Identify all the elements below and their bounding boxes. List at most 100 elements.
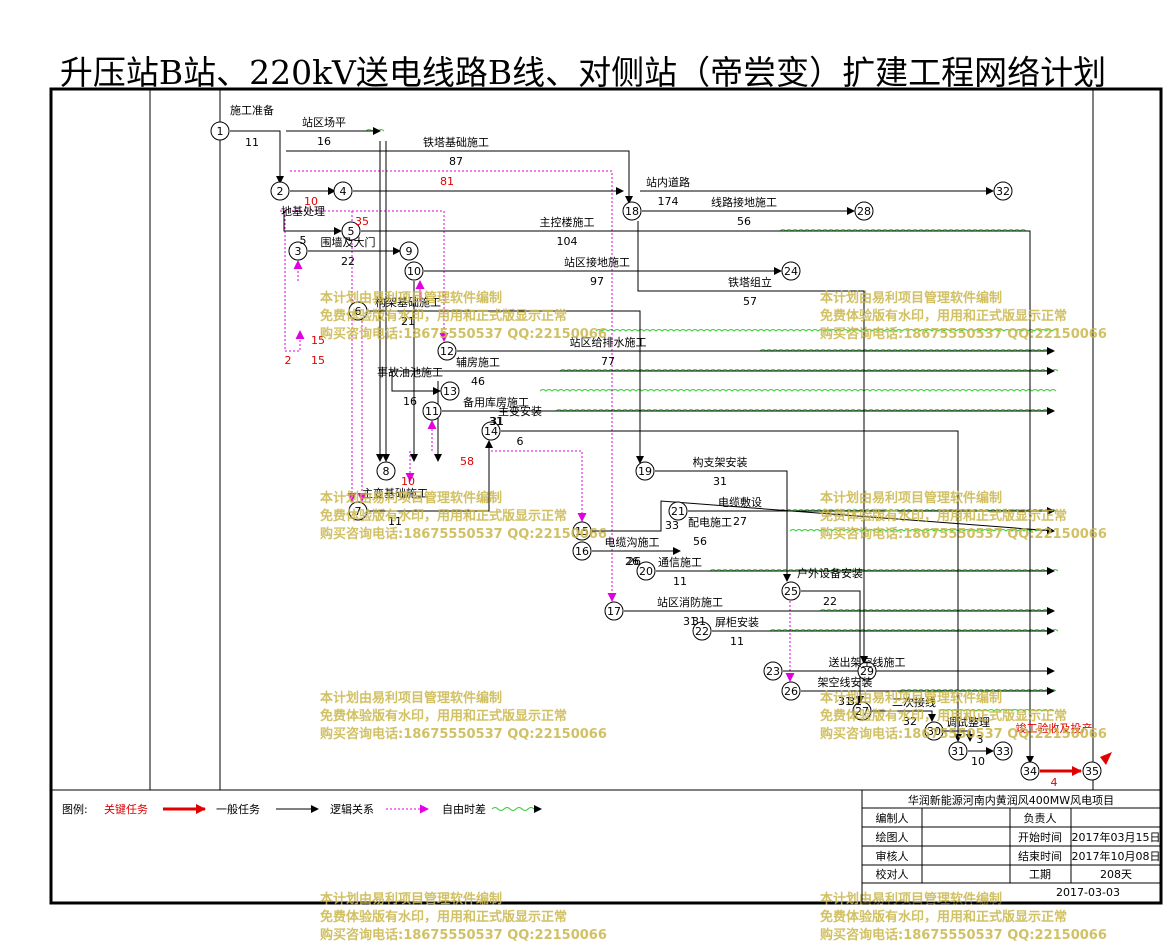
task-duration: 56 xyxy=(693,535,707,548)
tb-drawer-label: 绘图人 xyxy=(876,830,909,844)
event-node xyxy=(341,221,361,241)
watermark-text: 免费体验版有水印，用用和正式版显示正常 xyxy=(820,909,1067,925)
watermark-text: 本计划由易利项目管理软件编制 xyxy=(320,891,502,907)
watermark-text: 购买咨询电话:18675550537 QQ:22150066 xyxy=(320,526,607,542)
event-node xyxy=(622,201,642,221)
task-name: 架空线安装 xyxy=(818,675,873,689)
legend-logic-label: 逻辑关系 xyxy=(330,802,374,816)
outer-frame xyxy=(49,87,1163,905)
tb-end-value: 2017年10月08日 xyxy=(1072,849,1161,863)
title-block: 华润新能源河南内黄润风400MW风电项目 编制人 负责人 绘图人 开始时间 20… xyxy=(861,789,1162,904)
node-number: 35 xyxy=(1085,765,1099,778)
tb-checker-label: 校对人 xyxy=(876,867,909,881)
task-name: 站区消防施工 xyxy=(657,595,723,609)
task-arrows xyxy=(230,127,1112,776)
task-duration: 46 xyxy=(471,375,485,388)
node-number: 25 xyxy=(784,585,798,598)
watermark-text: 购买咨询电话:18675550537 QQ:22150066 xyxy=(820,927,1107,942)
watermark-text: 购买咨询电话:18675550537 QQ:22150066 xyxy=(320,726,607,742)
legend-float-wave xyxy=(491,807,535,811)
watermark-text: 免费体验版有水印，用用和正式版显示正常 xyxy=(320,708,567,724)
event-node xyxy=(348,501,368,521)
task-duration: 174 xyxy=(658,195,679,208)
tb-duration-value: 208天 xyxy=(1100,868,1132,881)
float-arrow xyxy=(284,211,305,352)
tb-reviewer-label: 审核人 xyxy=(876,849,909,863)
node-number: 3 xyxy=(295,245,302,258)
event-node xyxy=(481,421,501,441)
tb-owner-label: 负责人 xyxy=(1024,811,1057,825)
watermark-text: 购买咨询电话:18675550537 QQ:22150066 xyxy=(320,326,607,342)
slack-wave xyxy=(819,609,1055,612)
task-duration: 87 xyxy=(449,155,463,168)
float-value: 15 xyxy=(311,334,325,347)
event-node xyxy=(440,381,460,401)
event-node xyxy=(857,661,877,681)
tb-date: 2017-03-03 xyxy=(1056,886,1120,899)
node-number: 30 xyxy=(927,725,941,738)
task-name: 事故油池施工 xyxy=(377,365,443,379)
task-duration: 104 xyxy=(557,235,578,248)
task-duration: 97 xyxy=(590,275,604,288)
node-number: 11 xyxy=(425,405,439,418)
extra-number: 33 xyxy=(665,519,679,532)
task-name: 施工准备 xyxy=(230,103,274,117)
event-node xyxy=(852,701,872,721)
task-duration: 16 xyxy=(317,135,331,148)
task-duration: 31 xyxy=(489,415,503,428)
node-number: 1 xyxy=(217,125,224,138)
node-number: 22 xyxy=(695,625,709,638)
node-number: 6 xyxy=(355,305,362,318)
event-node xyxy=(636,561,656,581)
event-node xyxy=(924,721,944,741)
task-name: 主控楼施工 xyxy=(540,215,595,229)
tb-start-value: 2017年03月15日 xyxy=(1072,830,1161,844)
watermark-text: 本计划由易利项目管理软件编制 xyxy=(820,891,1002,907)
event-node xyxy=(270,181,290,201)
task-arrow xyxy=(501,430,962,742)
event-node xyxy=(993,181,1013,201)
watermark-text: 购买咨询电话:18675550537 QQ:22150066 xyxy=(820,326,1107,342)
extra-number: 3 xyxy=(977,733,984,746)
float-value: 58 xyxy=(460,455,474,468)
event-node xyxy=(422,401,442,421)
event-node xyxy=(572,521,592,541)
float-arrow xyxy=(290,170,617,602)
task-name: 站区场平 xyxy=(302,115,346,129)
node-number: 31 xyxy=(951,745,965,758)
event-node xyxy=(437,341,457,361)
event-nodes: 1234567891011121314151617181920212223242… xyxy=(210,121,1102,781)
task-duration: 11 xyxy=(730,635,744,648)
finish-flag-icon xyxy=(1100,752,1112,765)
task-name: 构支架安装 xyxy=(693,455,748,469)
task-duration: 27 xyxy=(733,515,747,528)
legend-float-label: 自由时差 xyxy=(442,802,486,816)
task-duration: 31 xyxy=(713,475,727,488)
task-arrow xyxy=(592,500,1055,535)
node-number: 33 xyxy=(996,745,1010,758)
node-number: 12 xyxy=(440,345,454,358)
tb-duration-label: 工期 xyxy=(1029,868,1051,881)
task-name: 站区接地施工 xyxy=(564,255,630,269)
watermark-text: 免费体验版有水印，用用和正式版显示正常 xyxy=(820,508,1067,524)
event-node xyxy=(404,261,424,281)
task-name: 线路接地施工 xyxy=(711,195,777,209)
critical-task-name: 竣工验收及投产 xyxy=(1016,721,1093,735)
task-duration: 5 xyxy=(300,234,307,247)
watermark-text: 免费体验版有水印，用用和正式版显示正常 xyxy=(820,308,1067,324)
slack-lines xyxy=(365,129,1059,712)
watermark-text: 购买咨询电话:18675550537 QQ:22150066 xyxy=(820,526,1107,542)
task-duration: 32 xyxy=(903,715,917,728)
legend-float-arrowhead xyxy=(534,805,542,813)
event-node xyxy=(572,541,592,561)
task-arrow xyxy=(655,470,791,582)
task-duration: 31 xyxy=(683,615,697,628)
task-arrow xyxy=(283,211,342,235)
task-name: 二次接线 xyxy=(892,695,936,709)
node-number: 16 xyxy=(575,545,589,558)
node-number: 24 xyxy=(784,265,798,278)
task-arrow xyxy=(944,730,974,742)
task-duration: 26 xyxy=(625,555,639,568)
watermark-text: 本计划由易利项目管理软件编制 xyxy=(320,690,502,706)
slack-wave xyxy=(789,529,1055,532)
